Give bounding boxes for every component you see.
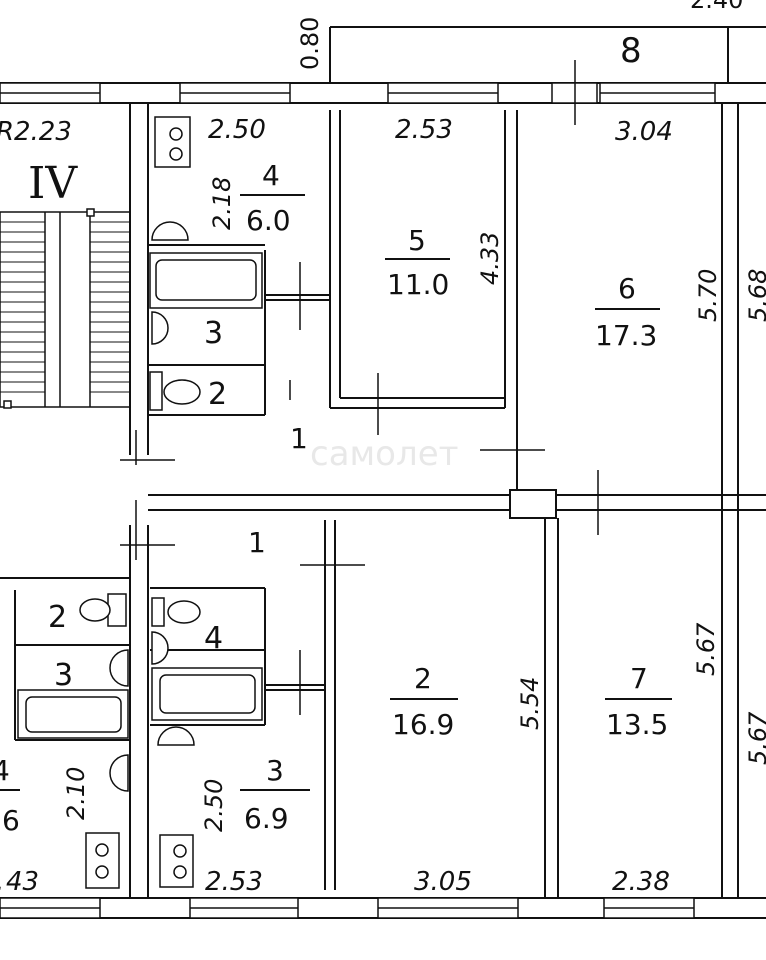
dim-label: 5.54 xyxy=(516,677,544,730)
sink-icon xyxy=(109,754,129,792)
room-area: 11.0 xyxy=(387,268,449,301)
staircase xyxy=(0,208,131,409)
dim-2-40: 2.40 xyxy=(690,0,743,14)
room-number: 7 xyxy=(630,662,648,695)
dim-label: 2.23 xyxy=(14,117,72,147)
room-number: 3 xyxy=(54,658,73,693)
top-windows xyxy=(0,82,716,104)
dim-label: R xyxy=(0,117,14,147)
dim-label: 5.67 xyxy=(692,622,720,676)
section-label: IV xyxy=(28,158,78,209)
sink-icon xyxy=(157,726,195,746)
bottom-windows xyxy=(0,897,695,919)
dim-label: 3.05 xyxy=(414,867,472,897)
stove-icon xyxy=(85,832,120,889)
dim-label: 2.18 xyxy=(208,177,236,230)
room-area: 13.5 xyxy=(606,708,668,741)
dim-label: 5.70 xyxy=(694,269,722,322)
outer-walls xyxy=(0,82,766,919)
room-number: 2 xyxy=(48,600,67,635)
room-area: 6.0 xyxy=(246,204,291,237)
sink-icon xyxy=(151,311,169,345)
dim-label: . xyxy=(0,867,4,897)
dim-label: 2.53 xyxy=(205,867,263,897)
room-number: 4 xyxy=(204,621,223,656)
room-number: 5 xyxy=(408,224,426,257)
room-number: 3 xyxy=(266,754,284,787)
sink-icon xyxy=(151,221,189,241)
dim-0-80: 0.80 xyxy=(296,17,324,70)
fixtures xyxy=(17,116,263,889)
room-area: 17.3 xyxy=(595,319,657,352)
room-number: 1 xyxy=(248,526,266,559)
stair-treads xyxy=(0,221,130,393)
dim-label: 2.50 xyxy=(200,779,228,832)
dim-label: 2.50 xyxy=(208,115,266,145)
room-number: 2 xyxy=(414,662,432,695)
dim-label: 43 xyxy=(6,867,39,897)
room-number: 4 xyxy=(262,159,280,192)
dim-label: 2.38 xyxy=(612,867,670,897)
room-number: 3 xyxy=(204,316,223,351)
room-area: 6.9 xyxy=(244,802,289,835)
dim-label: 5.68 xyxy=(744,269,766,322)
room-number: 2 xyxy=(208,377,227,412)
dim-label: 3.04 xyxy=(615,117,673,147)
dim-label: 5.67 xyxy=(744,711,766,765)
fraction-bars xyxy=(0,194,672,791)
room-number: 6 xyxy=(618,272,636,305)
door-markers xyxy=(120,60,599,715)
dim-label: 2.10 xyxy=(62,767,90,820)
balcony-8 xyxy=(329,26,766,83)
toilet-icon xyxy=(149,371,163,411)
watermark: самолет xyxy=(310,434,458,474)
room-number: 1 xyxy=(290,422,308,455)
room-area: 6 xyxy=(2,804,20,837)
stove-icon xyxy=(154,116,191,168)
room-number: 4 xyxy=(0,754,10,787)
toilet-icon xyxy=(151,597,165,627)
interior-walls xyxy=(0,103,766,898)
stove-icon xyxy=(159,834,194,888)
room-area: 16.9 xyxy=(392,708,454,741)
sink-icon xyxy=(109,649,129,687)
room-8-number: 8 xyxy=(620,31,642,71)
dim-label: 4.33 xyxy=(476,232,504,285)
sink-icon xyxy=(151,631,169,665)
dim-label: 2.53 xyxy=(395,115,453,145)
